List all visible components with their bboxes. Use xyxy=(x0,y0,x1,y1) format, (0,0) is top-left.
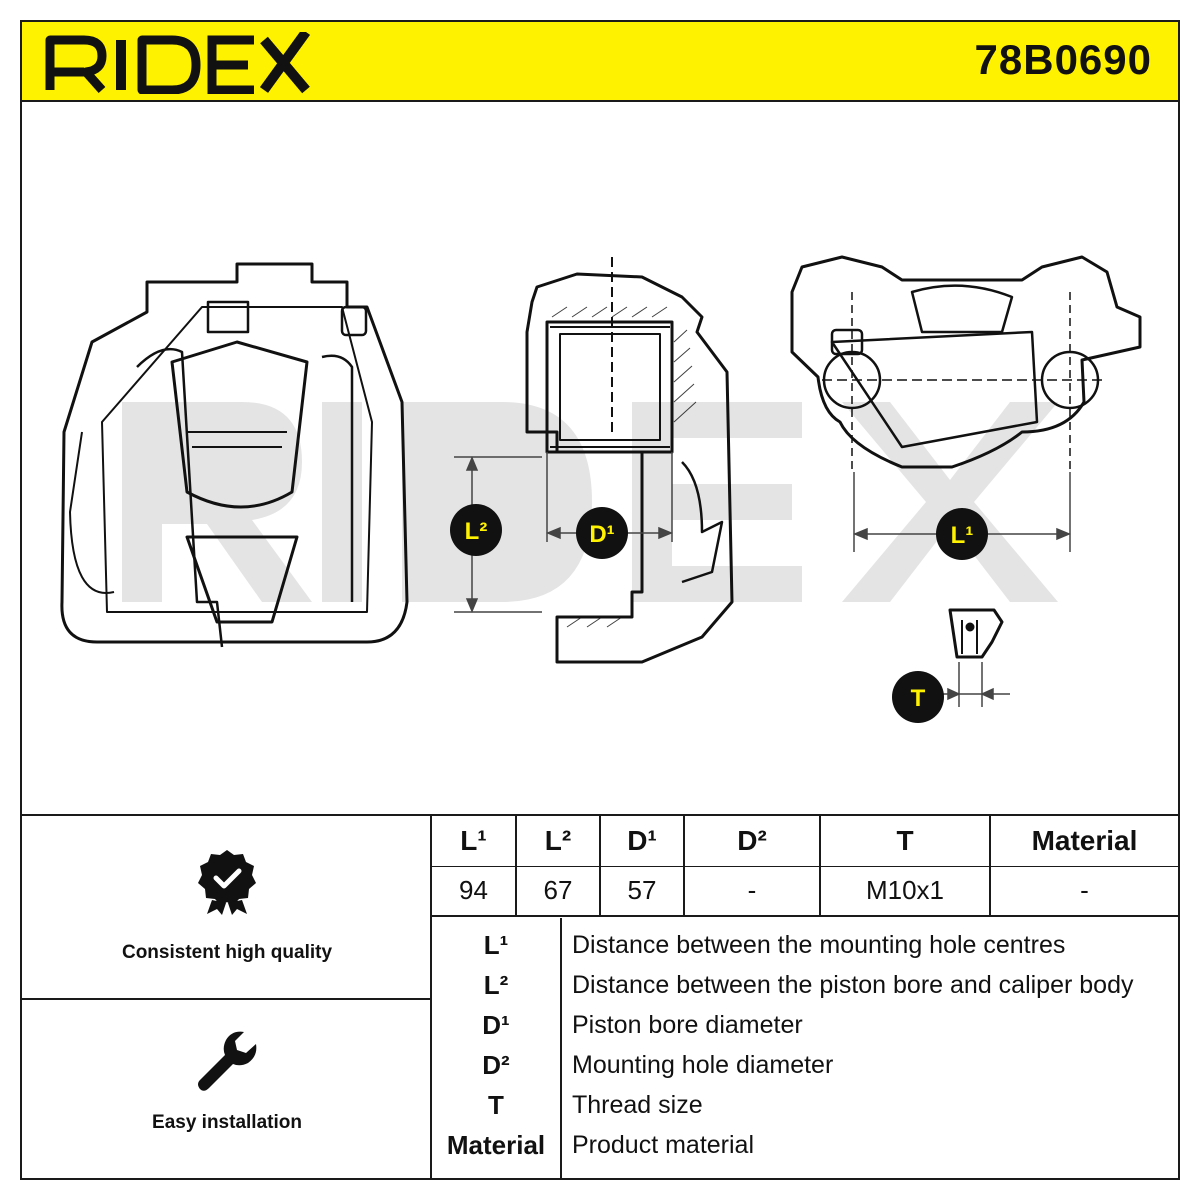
spec-header-l2: L² xyxy=(516,816,601,867)
legend-desc: Distance between the piston bore and cal… xyxy=(572,971,1134,999)
legend-desc: Distance between the mounting hole centr… xyxy=(572,931,1066,959)
legend-key: T xyxy=(488,1090,504,1120)
spec-header-row: L¹ L² D¹ D² T Material xyxy=(432,816,1178,867)
spec-header-t: T xyxy=(820,816,991,867)
spec-value-d2: - xyxy=(684,866,821,917)
spec-value-d1: 57 xyxy=(600,866,685,917)
legend-key: D¹ xyxy=(482,1010,510,1040)
badge-t: T xyxy=(892,671,944,723)
spec-value-l2: 67 xyxy=(516,866,601,917)
legend-row: Material Product material xyxy=(432,1126,1178,1166)
feature-installation-label: Easy installation xyxy=(152,1112,302,1133)
feature-panel: Consistent high quality Easy installatio… xyxy=(22,816,432,1180)
spec-table: L¹ L² D¹ D² T Material 94 67 57 - M10x1 … xyxy=(432,816,1178,917)
legend-desc: Piston bore diameter xyxy=(572,1011,803,1039)
legend-key: L¹ xyxy=(483,930,509,960)
caliper-front-view xyxy=(60,262,409,648)
caliper-section-view xyxy=(525,257,734,664)
product-sheet: 78B0690 xyxy=(20,20,1180,1180)
quality-seal-icon xyxy=(198,850,256,915)
header-band: 78B0690 xyxy=(22,22,1178,102)
spec-value-material: - xyxy=(990,866,1178,917)
watermark xyxy=(122,402,1058,602)
badge-l2: L² xyxy=(450,504,502,556)
legend-desc: Thread size xyxy=(572,1091,703,1119)
feature-installation: Easy installation xyxy=(22,1000,432,1180)
legend-key: Material xyxy=(446,1130,546,1160)
spec-value-l1: 94 xyxy=(432,866,517,917)
legend-row: D² Mounting hole diameter xyxy=(432,1046,1178,1086)
legend-desc: Mounting hole diameter xyxy=(572,1051,834,1079)
wrench-icon xyxy=(198,1031,257,1091)
legend-divider xyxy=(560,918,562,1180)
spec-header-l1: L¹ xyxy=(432,816,517,867)
feature-quality: Consistent high quality xyxy=(22,816,432,1000)
bottom-section: Consistent high quality Easy installatio… xyxy=(22,814,1178,1180)
caliper-drawing: L² D¹ L¹ T xyxy=(60,255,1142,723)
feature-quality-label: Consistent high quality xyxy=(121,942,333,963)
spec-value-t: M10x1 xyxy=(820,866,991,917)
spec-header-d1: D¹ xyxy=(600,816,685,867)
legend-key: D² xyxy=(482,1050,510,1080)
badge-l1: L¹ xyxy=(936,508,988,560)
legend-row: T Thread size xyxy=(432,1086,1178,1126)
badge-d1: D¹ xyxy=(576,507,628,559)
spec-header-d2: D² xyxy=(684,816,821,867)
technical-drawing: L² D¹ L¹ T xyxy=(22,102,1178,814)
svg-text:L¹: L¹ xyxy=(951,522,974,549)
legend-desc: Product material xyxy=(572,1131,755,1159)
ridex-logo xyxy=(45,32,311,94)
part-number: 78B0690 xyxy=(974,36,1152,83)
spec-panel: L¹ L² D¹ D² T Material 94 67 57 - M10x1 … xyxy=(432,816,1178,1180)
bolt-detail xyxy=(948,608,1004,659)
spec-value-row: 94 67 57 - M10x1 - xyxy=(432,866,1178,917)
svg-text:T: T xyxy=(911,685,926,712)
legend-key: L² xyxy=(483,970,509,1000)
legend-row: L² Distance between the piston bore and … xyxy=(432,966,1178,1006)
svg-text:L²: L² xyxy=(465,518,488,545)
spec-header-material: Material xyxy=(990,816,1178,867)
legend-row: D¹ Piston bore diameter xyxy=(432,1006,1178,1046)
legend-row: L¹ Distance between the mounting hole ce… xyxy=(432,926,1178,966)
svg-text:D¹: D¹ xyxy=(589,521,614,548)
legend: L¹ Distance between the mounting hole ce… xyxy=(432,918,1178,1180)
caliper-top-view xyxy=(790,255,1142,472)
